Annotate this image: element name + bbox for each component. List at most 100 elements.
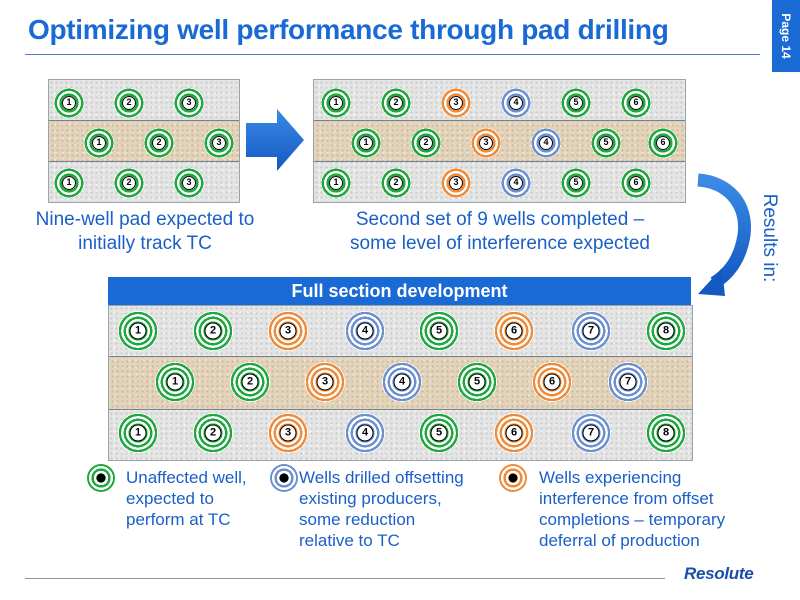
well-number: 6 bbox=[629, 176, 643, 190]
well-orange: 6 bbox=[494, 311, 534, 351]
well-number: 6 bbox=[505, 322, 523, 340]
initial-nine-well-pad: 1 2 3 1 2 3 1 2 3 bbox=[48, 79, 240, 203]
well-orange: 3 bbox=[268, 311, 308, 351]
well-green: 2 bbox=[411, 128, 441, 158]
well-blue: 7 bbox=[571, 311, 611, 351]
well-number: 6 bbox=[656, 136, 670, 150]
well-orange: 3 bbox=[441, 168, 471, 198]
well-green: 1 bbox=[54, 168, 84, 198]
well-orange: 6 bbox=[494, 413, 534, 453]
well-number: 7 bbox=[582, 424, 600, 442]
well-orange: 3 bbox=[305, 362, 345, 402]
legend-line: some reduction bbox=[299, 510, 416, 529]
well-green: 1 bbox=[84, 128, 114, 158]
well-number: 2 bbox=[122, 96, 136, 110]
well-number: 2 bbox=[122, 176, 136, 190]
footer-rule bbox=[25, 578, 665, 579]
well-dot bbox=[508, 473, 518, 483]
well-number: 4 bbox=[509, 176, 523, 190]
well-number: 3 bbox=[182, 96, 196, 110]
well-dot bbox=[279, 473, 289, 483]
well-green: 2 bbox=[381, 168, 411, 198]
well-number: 5 bbox=[599, 136, 613, 150]
well-green: 5 bbox=[419, 311, 459, 351]
well-number: 1 bbox=[329, 96, 343, 110]
well-number: 6 bbox=[505, 424, 523, 442]
well-orange: 3 bbox=[441, 88, 471, 118]
well-green: 1 bbox=[351, 128, 381, 158]
well-green: 2 bbox=[144, 128, 174, 158]
well-green: 2 bbox=[230, 362, 270, 402]
well-blue: 4 bbox=[345, 311, 385, 351]
well-number: 6 bbox=[629, 96, 643, 110]
full-section-header: Full section development bbox=[108, 277, 691, 305]
well-number: 4 bbox=[356, 322, 374, 340]
pad1-caption: Nine-well pad expected to initially trac… bbox=[35, 209, 255, 254]
well-green: 5 bbox=[591, 128, 621, 158]
company-logo: Resolute bbox=[684, 564, 754, 583]
legend-line: deferral of production bbox=[539, 531, 700, 550]
well-number: 5 bbox=[430, 424, 448, 442]
legend-line: relative to TC bbox=[299, 531, 400, 550]
well-number: 4 bbox=[393, 373, 411, 391]
legend-line: Wells drilled offsetting bbox=[299, 468, 464, 487]
well-number: 4 bbox=[356, 424, 374, 442]
well-number: 3 bbox=[449, 96, 463, 110]
well-number: 2 bbox=[204, 424, 222, 442]
well-number: 5 bbox=[569, 176, 583, 190]
well-green: 2 bbox=[193, 311, 233, 351]
well-number: 3 bbox=[182, 176, 196, 190]
slide-title: Optimizing well performance through pad … bbox=[28, 14, 669, 45]
well-green: 2 bbox=[114, 88, 144, 118]
well-number: 1 bbox=[166, 373, 184, 391]
well-number: 6 bbox=[543, 373, 561, 391]
well-green: 2 bbox=[193, 413, 233, 453]
well-blue: 7 bbox=[608, 362, 648, 402]
legend-line: expected to bbox=[126, 489, 214, 508]
well-green: 1 bbox=[118, 311, 158, 351]
well-green: 1 bbox=[54, 88, 84, 118]
well-green: 1 bbox=[155, 362, 195, 402]
well-number: 3 bbox=[279, 424, 297, 442]
well-green: 5 bbox=[419, 413, 459, 453]
well-green: 2 bbox=[114, 168, 144, 198]
well-green: 3 bbox=[204, 128, 234, 158]
well-number: 3 bbox=[449, 176, 463, 190]
well-green: 2 bbox=[381, 88, 411, 118]
legend-green-well-icon bbox=[87, 464, 115, 492]
well-green: 6 bbox=[648, 128, 678, 158]
well-number: 1 bbox=[129, 424, 147, 442]
well-number: 7 bbox=[619, 373, 637, 391]
well-number: 1 bbox=[62, 96, 76, 110]
well-number: 5 bbox=[430, 322, 448, 340]
well-number: 3 bbox=[279, 322, 297, 340]
well-number: 1 bbox=[359, 136, 373, 150]
well-number: 2 bbox=[389, 96, 403, 110]
well-number: 3 bbox=[316, 373, 334, 391]
well-blue: 4 bbox=[531, 128, 561, 158]
well-number: 5 bbox=[569, 96, 583, 110]
legend-blue-well-icon bbox=[270, 464, 298, 492]
well-number: 1 bbox=[329, 176, 343, 190]
well-green: 1 bbox=[321, 88, 351, 118]
well-number: 8 bbox=[657, 322, 675, 340]
well-number: 2 bbox=[241, 373, 259, 391]
well-number: 7 bbox=[582, 322, 600, 340]
pad2-caption: Second set of 9 wells completed – some l… bbox=[350, 209, 650, 254]
legend-line: Unaffected well, bbox=[126, 468, 247, 487]
well-green: 5 bbox=[561, 88, 591, 118]
well-green: 3 bbox=[174, 88, 204, 118]
well-green: 5 bbox=[561, 168, 591, 198]
well-green: 8 bbox=[646, 311, 686, 351]
well-blue: 4 bbox=[501, 88, 531, 118]
well-number: 2 bbox=[152, 136, 166, 150]
well-number: 2 bbox=[389, 176, 403, 190]
legend-line: completions – temporary bbox=[539, 510, 726, 529]
legend-line: interference from offset bbox=[539, 489, 714, 508]
well-number: 4 bbox=[539, 136, 553, 150]
